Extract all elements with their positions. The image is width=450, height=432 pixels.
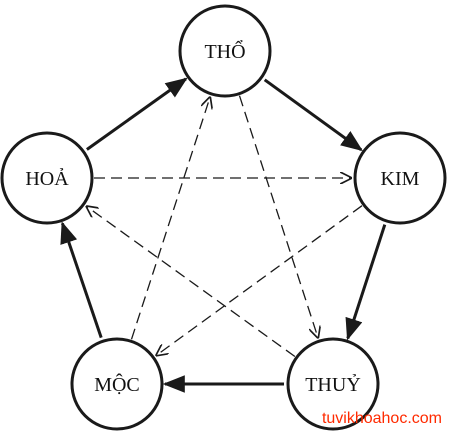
- node-thuy: THUỶ: [286, 337, 380, 431]
- generating-arrow-hoa-to-tho: [86, 77, 188, 151]
- node-tho: THỔ: [178, 4, 272, 98]
- overcoming-arrow-kim-to-moc: [157, 205, 363, 356]
- edges-layer: [60, 77, 387, 393]
- nodes-layer: THỔ KIM THUỶ MỘC HOẢ: [0, 4, 447, 431]
- generating-arrow-kim-to-thuy: [345, 224, 387, 341]
- node-moc: MỘC: [70, 337, 164, 431]
- overcoming-arrow-tho-to-thuy: [238, 95, 318, 338]
- node-hoa-circle: [0, 131, 94, 225]
- watermark-text: tuvikhoahoc.com: [321, 410, 442, 427]
- node-thuy-circle: [286, 337, 380, 431]
- node-moc-label: MỘC: [94, 372, 140, 396]
- generating-arrow-moc-to-hoa: [60, 221, 103, 339]
- generating-arrow-tho-to-kim: [263, 78, 363, 152]
- node-kim-circle: [353, 131, 447, 225]
- node-tho-label: THỔ: [204, 39, 245, 63]
- node-tho-circle: [178, 4, 272, 98]
- overcoming-arrow-moc-to-tho: [130, 98, 210, 340]
- overcoming-arrow-thuy-to-hoa: [87, 207, 296, 358]
- node-hoa: HOẢ: [0, 131, 94, 225]
- node-thuy-label: THUỶ: [305, 373, 361, 396]
- node-kim: KIM: [353, 131, 447, 225]
- node-moc-circle: [70, 337, 164, 431]
- node-hoa-label: HOẢ: [25, 167, 69, 190]
- node-kim-label: KIM: [381, 168, 420, 190]
